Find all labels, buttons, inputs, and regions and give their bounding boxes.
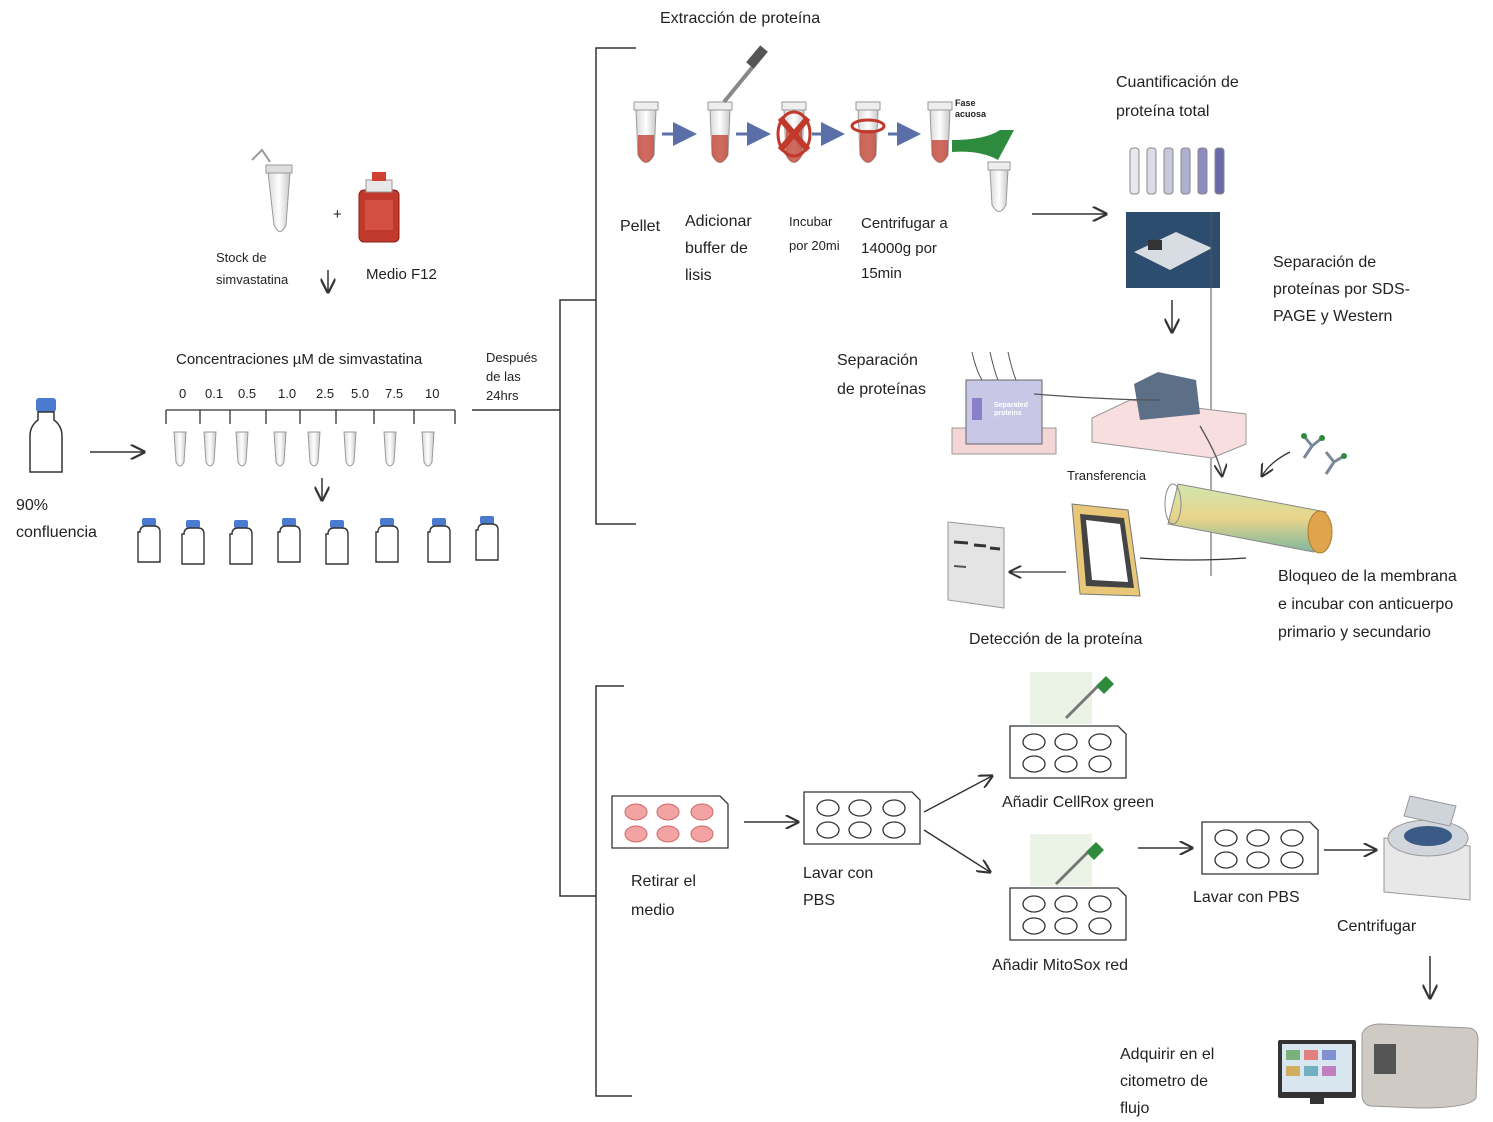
plate-mitosox-icon: [1009, 834, 1127, 941]
plus-sign: +: [333, 206, 342, 223]
centrifuge-step-label: Centrifugar a 14000g por 15min: [861, 215, 948, 282]
wash-pbs-2-label: Lavar con PBS: [1193, 889, 1300, 906]
centrifuge-label: Centrifugar: [1337, 918, 1417, 935]
concentrations-title: Concentraciones µM de simvastatina: [176, 351, 423, 368]
membrane-tube-icon: [1164, 483, 1333, 554]
after-24h-label: Después de las 24hrs: [486, 350, 538, 403]
concentration-label: 2.5: [316, 386, 335, 401]
gel-box-icon: [951, 351, 1057, 455]
lysis-label: Adicionar buffer de lisis: [685, 213, 752, 284]
concentration-label: 7.5: [385, 386, 404, 401]
detection-label: Detección de la proteína: [969, 631, 1143, 648]
blocking-label: Bloqueo de la membrana e incubar con ant…: [1278, 568, 1457, 641]
protein-separation-label: Separación de proteínas: [837, 352, 926, 398]
membrane-frame-icon: [1071, 503, 1141, 597]
transfer-apparatus-icon: [1091, 372, 1247, 459]
concentration-label: 1.0: [278, 386, 297, 401]
bottle-icon: [29, 398, 63, 473]
spectrophotometer-icon: [1126, 212, 1220, 288]
arrow-to-cellrox: [923, 776, 992, 813]
extraction-tubes: [633, 101, 1011, 212]
cellrox-label: Añadir CellRox green: [1002, 794, 1155, 811]
ros-bracket: [595, 685, 632, 1097]
concentration-label: 10: [425, 386, 440, 401]
antibody-icon: [1301, 433, 1347, 475]
concentration-label: 0.5: [238, 386, 257, 401]
plate-wash-icon: [803, 791, 921, 845]
stock-label: Stock de simvastatina: [216, 250, 289, 287]
centrifuge-ring-icon: [850, 118, 886, 134]
confluence-label: 90% confluencia: [16, 497, 97, 541]
connector-line: [1139, 557, 1247, 561]
medium-label: Medio F12: [366, 266, 437, 283]
connector-line: [1199, 425, 1222, 476]
stock-tube-icon: [251, 148, 293, 232]
sds-page-label: Separación de proteínas por SDS- PAGE y …: [1273, 254, 1410, 325]
arrow-to-mitosox: [923, 829, 990, 872]
protein-bracket: [595, 47, 636, 525]
mitosox-label: Añadir MitoSox red: [992, 957, 1129, 974]
arrow-antibody: [1262, 451, 1291, 476]
concentration-label: 5.0: [351, 386, 370, 401]
quantification-label: Cuantificación de proteína total: [1116, 74, 1239, 120]
concentration-label: 0.1: [205, 386, 224, 401]
medium-flask-icon: [358, 172, 400, 243]
vortex-icon: [776, 110, 812, 158]
blot-result-icon: [947, 521, 1005, 609]
concentration-ruler: [165, 409, 456, 424]
centrifuge-icon: [1383, 795, 1471, 901]
pipette-icon: [722, 45, 768, 104]
concentration-tubes: [173, 431, 435, 467]
plate-pink-icon: [611, 795, 729, 849]
protein-extraction-title: Extracción de proteína: [660, 10, 821, 27]
connector-line: [1033, 393, 1161, 401]
gel-label: Separated proteins: [994, 402, 1028, 417]
transfer-arrow-icon: [952, 130, 1014, 160]
bottle-row: [137, 516, 499, 565]
wash-pbs-label: Lavar con PBS: [803, 865, 874, 909]
remove-medium-label: Retirar el medio: [631, 873, 696, 919]
quant-tubes-icon: [1129, 147, 1225, 195]
flow-cytometer-icon: [1278, 1023, 1479, 1109]
plate-cellrox-icon: [1009, 672, 1127, 779]
concentration-label: 0: [179, 386, 187, 401]
aqueous-phase-label: Fase acuosa: [955, 98, 987, 119]
pellet-label: Pellet: [620, 218, 661, 235]
flow-cytometer-label: Adquirir en el citometro de flujo: [1120, 1046, 1215, 1117]
incubate-label: Incubar por 20mi: [789, 214, 840, 253]
main-bracket: [472, 299, 596, 897]
plate-wash2-icon: [1201, 821, 1319, 875]
transfer-label: Transferencia: [1067, 468, 1146, 483]
